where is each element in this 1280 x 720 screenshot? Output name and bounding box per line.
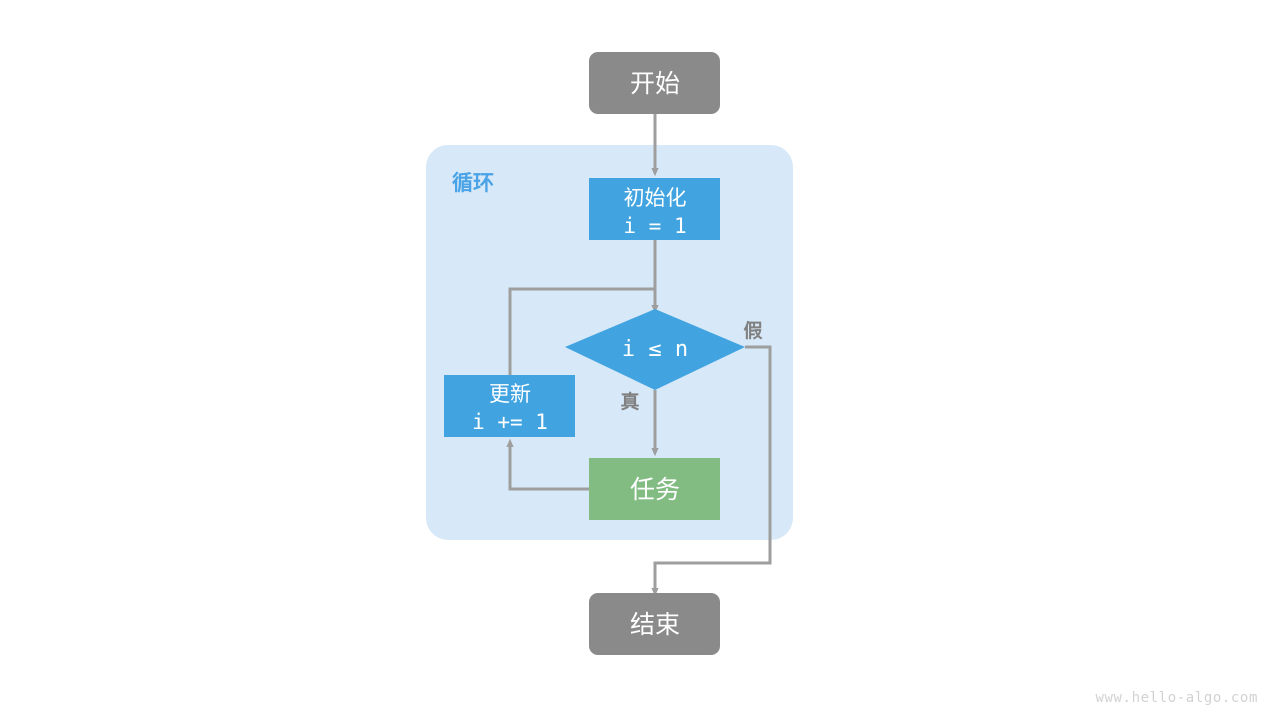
node-init-label-line1: 初始化 bbox=[624, 187, 687, 210]
node-update-label-line2: i += 1 bbox=[472, 410, 548, 434]
node-end[interactable] bbox=[589, 593, 720, 655]
node-start-label: 开始 bbox=[630, 70, 680, 98]
node-start[interactable] bbox=[589, 52, 720, 114]
node-decision[interactable] bbox=[565, 309, 745, 390]
watermark-text: www.hello-algo.com bbox=[1095, 690, 1258, 706]
node-decision-label: i ≤ n bbox=[622, 337, 688, 362]
node-update-label-line1: 更新 bbox=[489, 383, 531, 406]
node-end-label: 结束 bbox=[630, 611, 680, 639]
node-init-label-line2: i = 1 bbox=[623, 214, 686, 238]
edge-update-to-decision bbox=[508, 287, 655, 375]
loop-group-label: 循环 bbox=[452, 171, 494, 195]
edge-label-true: 真 bbox=[620, 390, 639, 413]
node-task[interactable] bbox=[589, 458, 720, 520]
edge-task-to-update bbox=[506, 438, 589, 491]
edge-label-false: 假 bbox=[743, 319, 762, 342]
edge-decision-to-end bbox=[651, 345, 772, 597]
node-task-label: 任务 bbox=[630, 476, 680, 504]
node-init[interactable] bbox=[589, 178, 720, 240]
node-update[interactable] bbox=[444, 375, 575, 437]
